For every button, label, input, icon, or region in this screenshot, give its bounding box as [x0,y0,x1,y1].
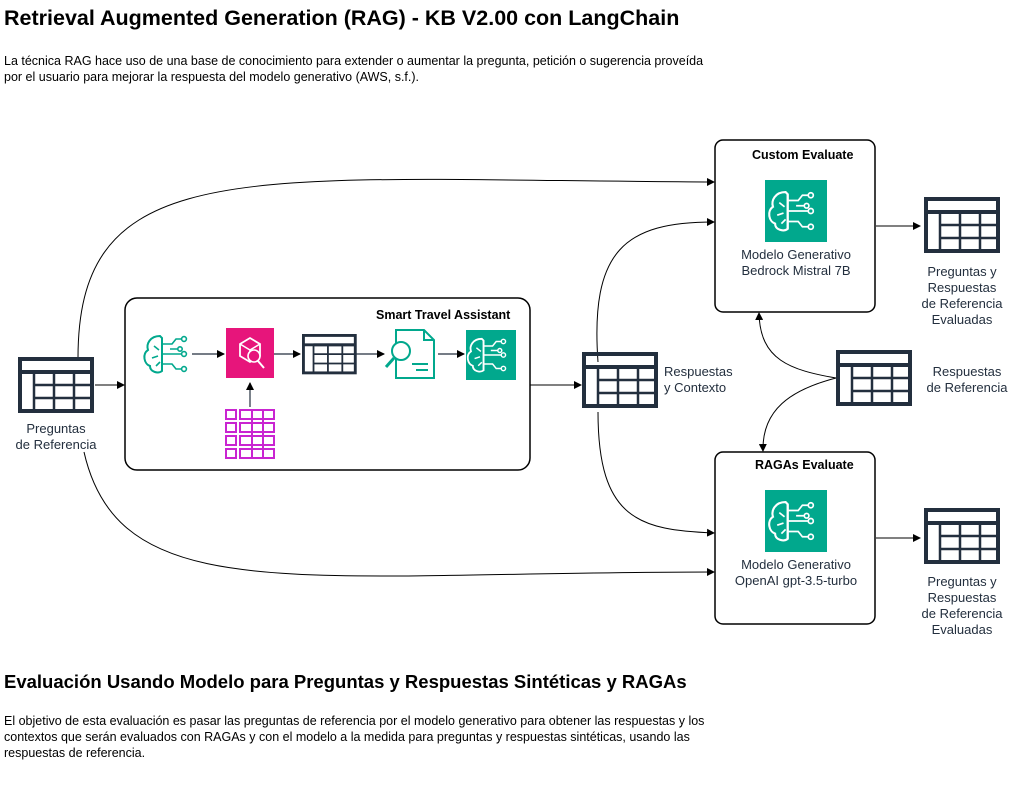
connector-arrows [77,177,921,577]
smart-travel-assistant-title: Smart Travel Assistant [376,308,511,322]
ragas-output-table-icon [924,508,1000,564]
pipeline-arrows [192,350,465,407]
smart-travel-assistant-box [124,297,531,471]
reference-answers-table-icon [836,350,912,406]
reference-questions-label: Preguntas de Referencia [15,421,97,452]
model-icon-ragas [765,490,827,552]
ai-brain-icon [143,335,188,374]
custom-evaluate-box [714,139,876,313]
kendra-search-icon [226,328,274,378]
custom-output-label: Preguntas y Respuestas de Referencia Eva… [921,264,1003,327]
ragas-evaluate-box [714,451,876,625]
intro-paragraph: La técnica RAG hace uso de una base de c… [4,54,704,84]
knowledge-grid-icon [225,409,275,459]
answers-context-label: Respuestas y Contexto [664,364,733,395]
answers-context-table-icon [582,352,658,408]
page-title: Retrieval Augmented Generation (RAG) - K… [4,6,680,30]
custom-output-table-icon [924,197,1000,253]
custom-model-label: Modelo Generativo Bedrock Mistral 7B [741,247,851,278]
evaluation-heading: Evaluación Usando Modelo para Preguntas … [4,671,687,692]
document-search-icon [384,329,435,379]
model-icon-pipeline [466,330,516,380]
evaluation-paragraph: El objetivo de esta evaluación es pasar … [4,714,705,760]
pipeline-table-icon [302,334,357,375]
reference-answers-label: Respuestas de Referencia [926,364,1008,395]
ragas-model-label: Modelo Generativo OpenAI gpt-3.5-turbo [734,557,858,588]
model-icon-custom [765,180,827,242]
reference-questions-table-icon [18,357,94,413]
custom-evaluate-title: Custom Evaluate [752,148,854,162]
ragas-output-label: Preguntas y Respuestas de Referencia Eva… [921,574,1003,637]
ragas-evaluate-title: RAGAs Evaluate [755,458,854,472]
